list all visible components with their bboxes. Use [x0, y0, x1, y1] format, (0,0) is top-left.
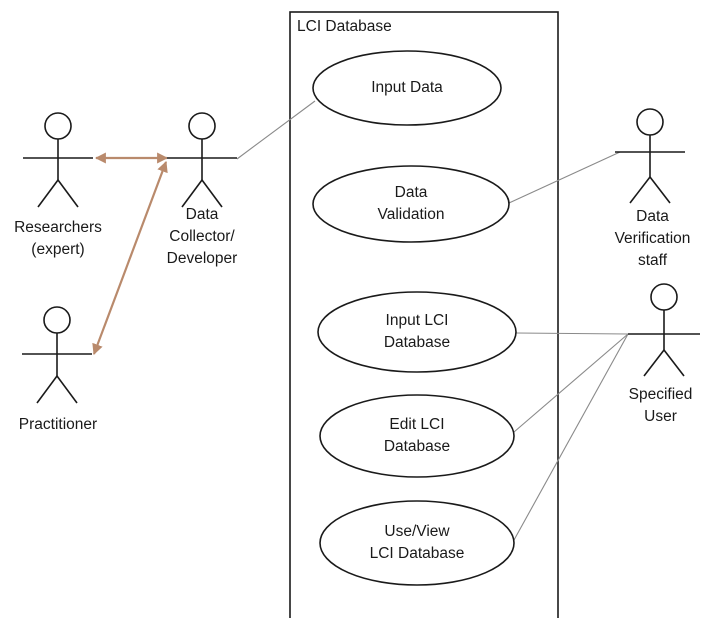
use-case-data-validation-shape	[312, 165, 510, 243]
specified-user-actor-label: Specified User	[628, 386, 693, 425]
assoc-collector-input-data	[236, 100, 316, 160]
researchers-actor-label: Researchers (expert)	[14, 219, 102, 258]
data-collector-actor-figure	[167, 112, 237, 208]
arrow-practitioner-collector	[92, 160, 168, 356]
system-boundary	[289, 11, 559, 618]
use-case-input-lci-shape	[317, 291, 517, 373]
use-case-edit-lci-label: Edit LCI Database	[383, 416, 451, 455]
assoc-user-edit-lci	[513, 333, 629, 433]
use-case-use-view-shape	[319, 500, 515, 586]
verification-staff-actor-label: Data Verification staff	[614, 208, 691, 269]
practitioner-actor-label: Practitioner	[18, 416, 98, 433]
assoc-user-input-lci	[515, 332, 629, 335]
use-case-data-validation-label: Data Validation	[377, 184, 445, 223]
association-lines	[236, 100, 629, 541]
use-case-edit-lci-shape	[319, 394, 515, 478]
data-collector-actor-label: Data Collector/ Developer	[166, 206, 238, 267]
use-case-input-lci-label: Input LCI Database	[383, 312, 451, 351]
use-case-input-data-label: Input Data	[371, 79, 443, 96]
use-case-input-data-shape	[312, 50, 502, 126]
verification-staff-actor-figure	[615, 108, 685, 204]
specified-user-actor-figure	[628, 283, 700, 377]
arrows	[92, 152, 169, 356]
use-case-use-view-label: Use/View LCI Database	[369, 523, 465, 562]
assoc-user-use-view	[513, 333, 629, 541]
practitioner-actor-figure	[22, 306, 92, 404]
assoc-staff-data-validation	[508, 151, 621, 204]
system-title: LCI Database	[297, 18, 392, 35]
researchers-actor-figure	[23, 112, 93, 208]
